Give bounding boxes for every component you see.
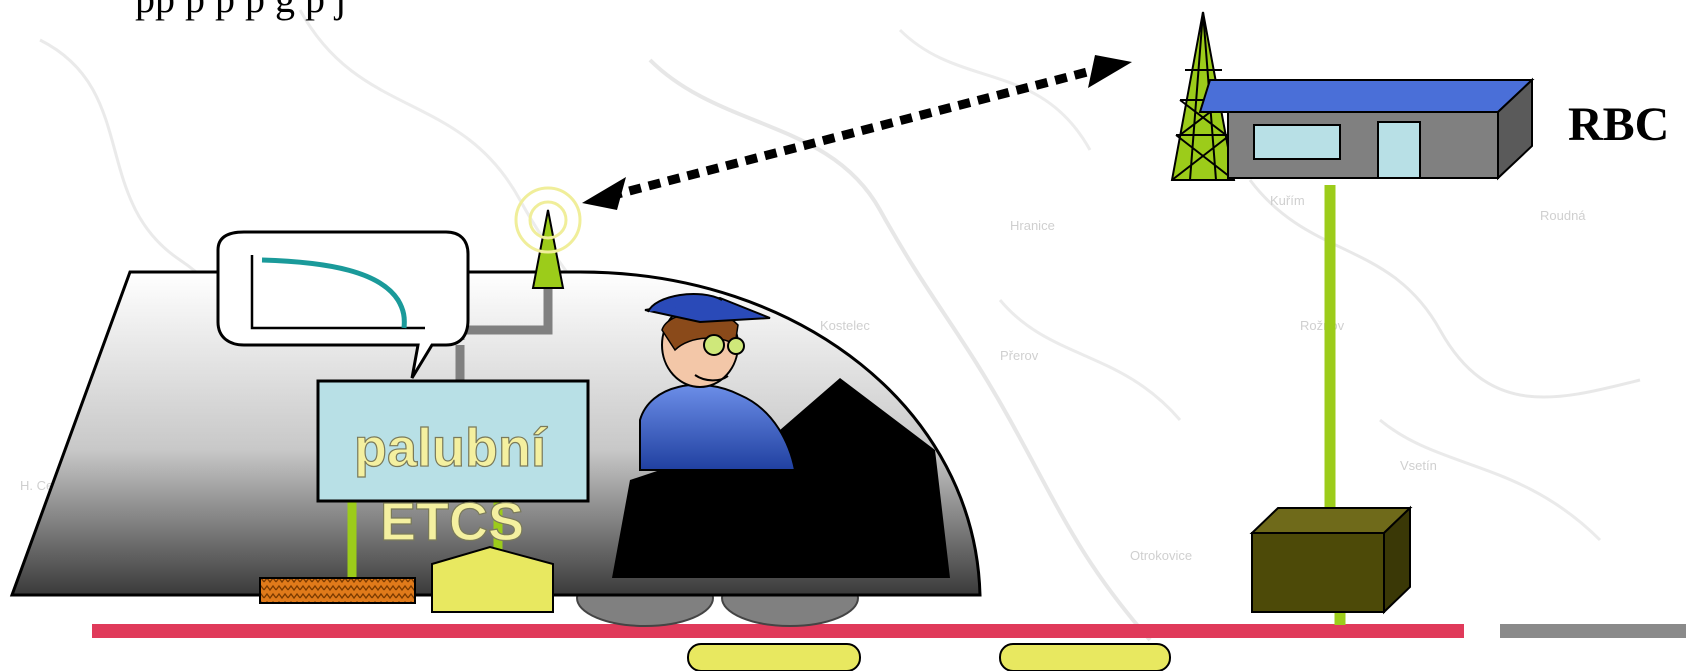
svg-text:Kuřím: Kuřím	[1270, 193, 1305, 208]
balise	[1000, 644, 1170, 671]
rail-track-continuation	[1500, 624, 1686, 638]
rbc-station	[1200, 80, 1532, 178]
svg-text:Otrokovice: Otrokovice	[1130, 548, 1192, 563]
onboard-label-line2: ETCS	[380, 492, 524, 552]
rbc-label: RBC	[1568, 98, 1669, 151]
radio-link-arrow	[582, 55, 1132, 210]
svg-text:Vsetín: Vsetín	[1400, 458, 1437, 473]
odometry-sensor	[260, 578, 415, 603]
balise	[688, 644, 860, 671]
svg-text:Kostelec: Kostelec	[820, 318, 870, 333]
svg-text:Roudná: Roudná	[1540, 208, 1586, 223]
svg-text:Přerov: Přerov	[1000, 348, 1039, 363]
svg-text:Rožnov: Rožnov	[1300, 318, 1345, 333]
svg-text:Hranice: Hranice	[1010, 218, 1055, 233]
caption-fragment: pp p p p g p j	[135, 0, 346, 21]
lineside-unit	[1252, 508, 1410, 612]
onboard-label-line1: palubní	[354, 418, 548, 478]
